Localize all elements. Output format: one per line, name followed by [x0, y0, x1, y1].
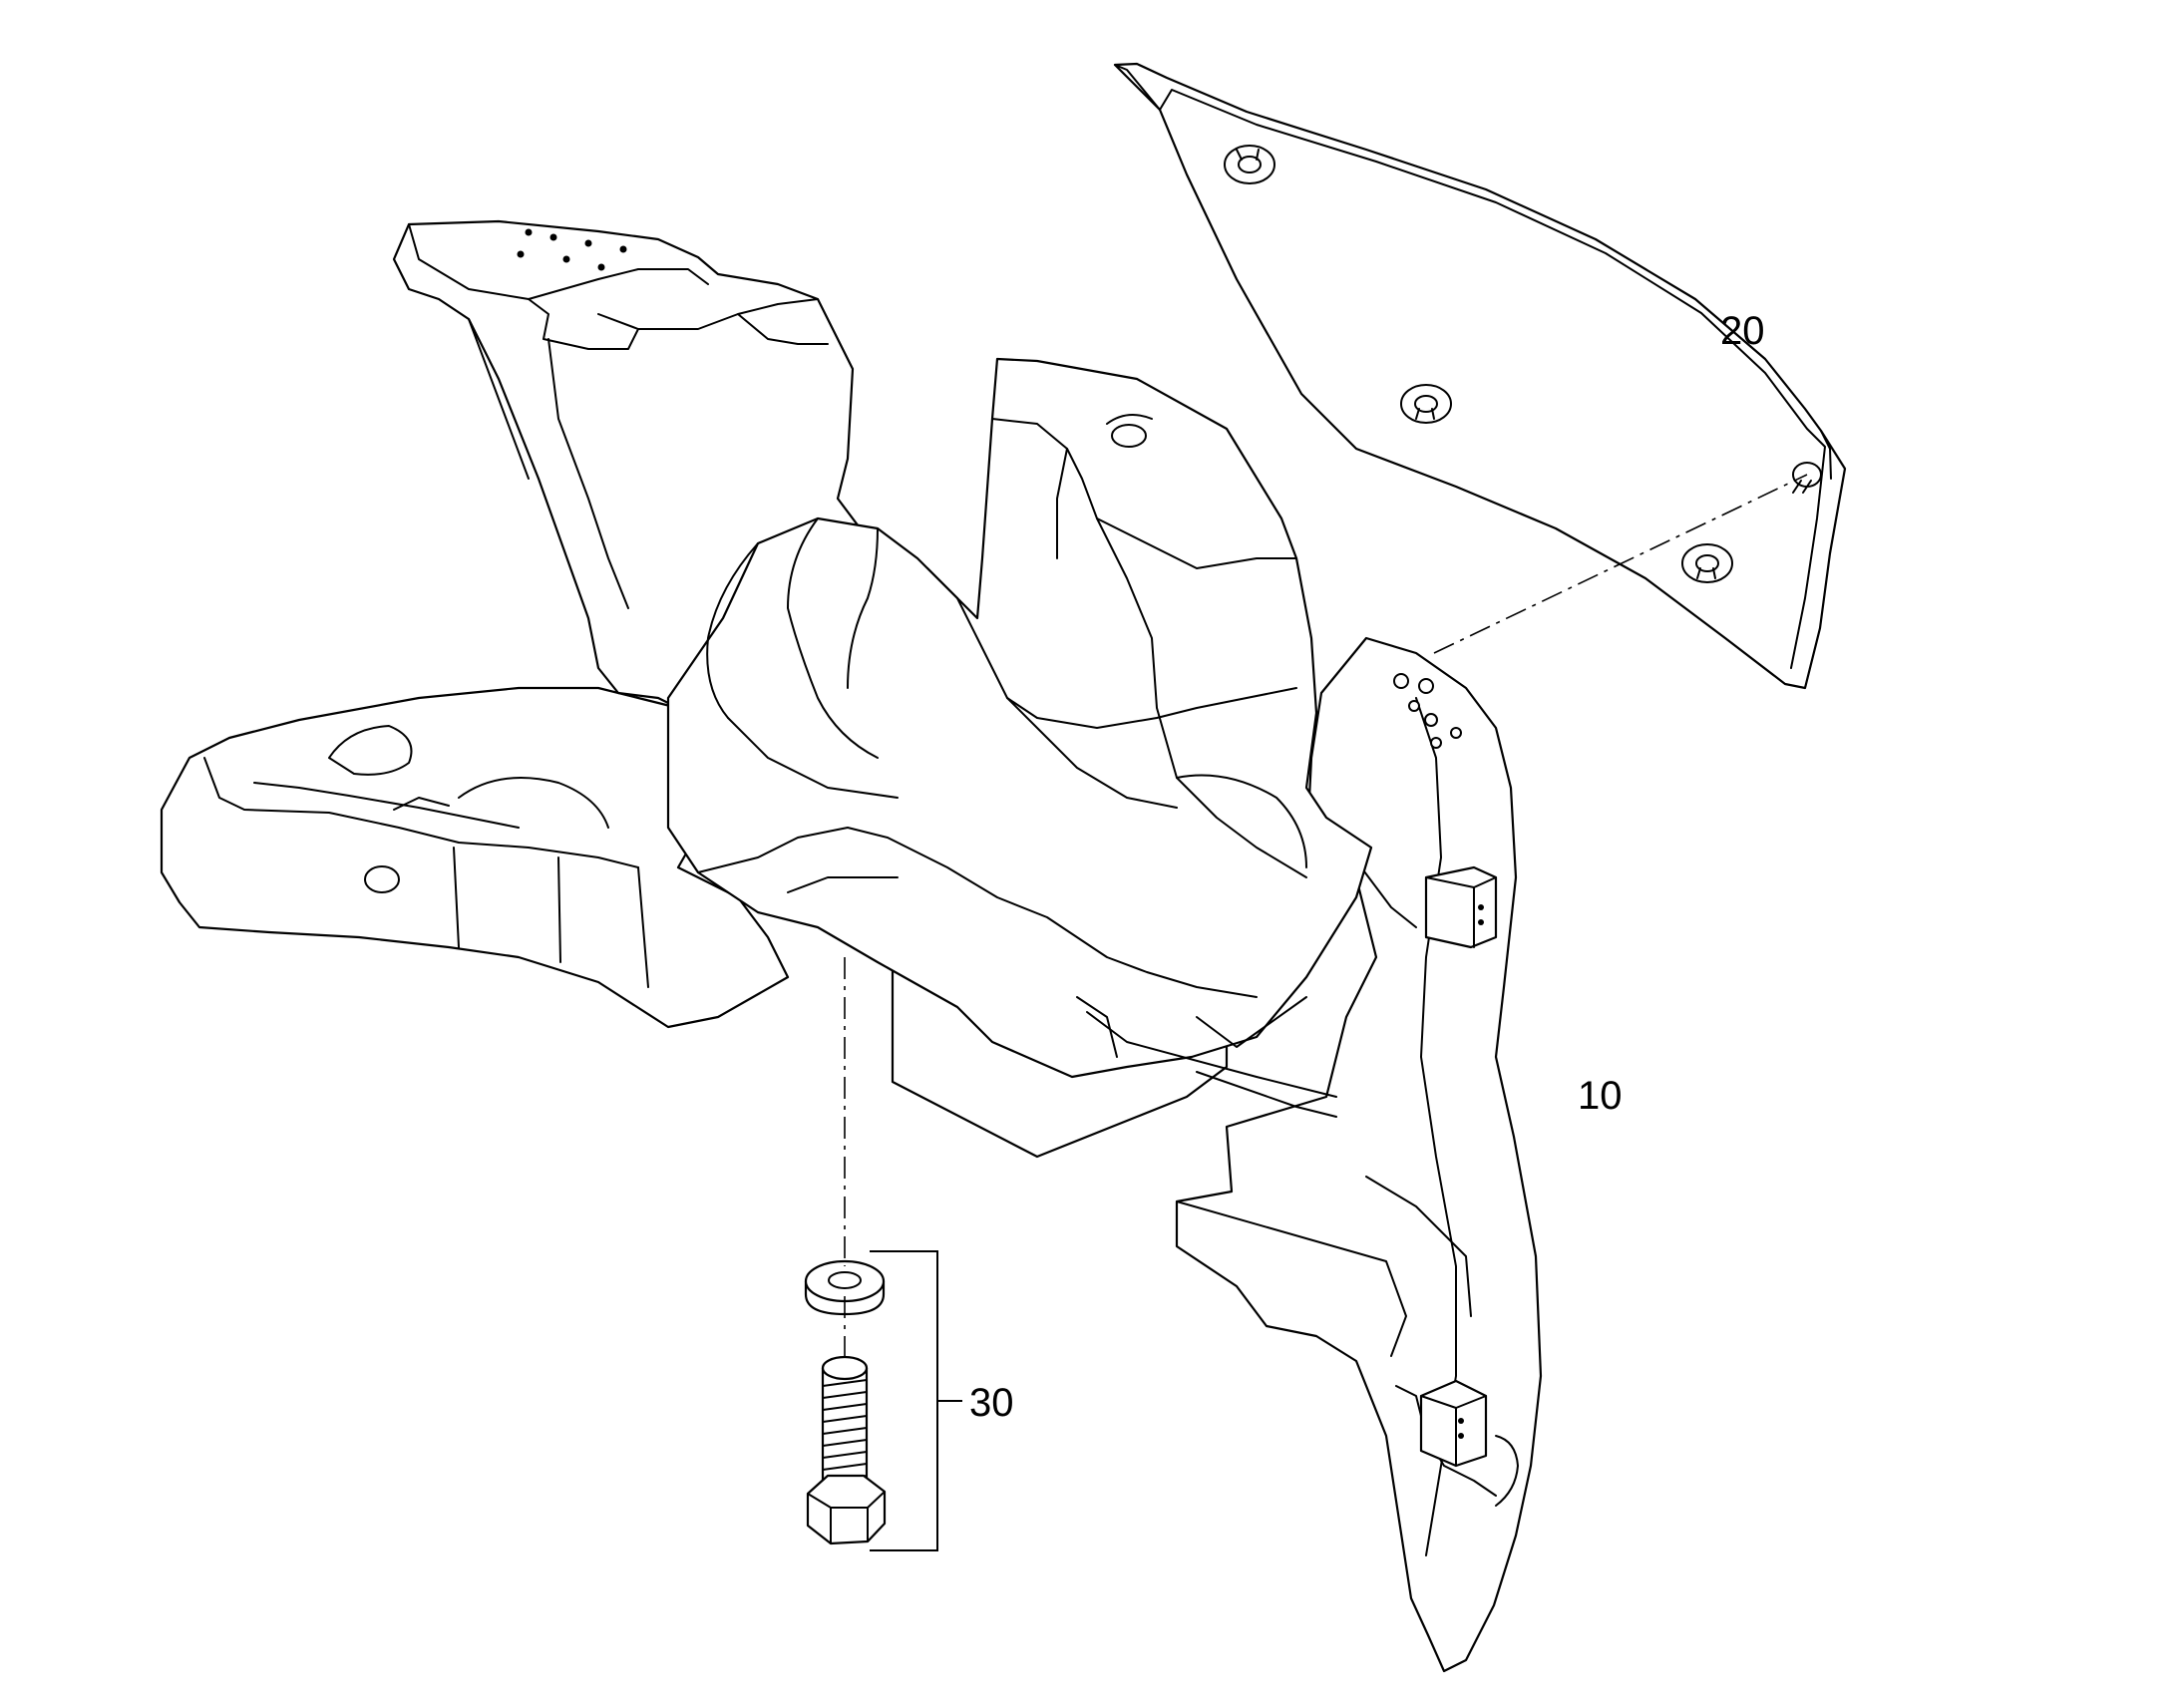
callout-30: 30 [969, 1381, 1014, 1425]
cover-panel [1113, 62, 1847, 690]
center-top-hole [1111, 424, 1147, 448]
fastener-set-part-30 [804, 1259, 887, 1545]
left-wing-hole [364, 865, 400, 893]
assembly-line-panel [1433, 474, 1808, 654]
assembly-lines [844, 474, 1808, 1356]
panel-clip [1224, 145, 1275, 184]
left-wing [160, 686, 790, 1029]
callout-10: 10 [1578, 1074, 1623, 1118]
center-body [666, 357, 1373, 1079]
main-shield-part-10 [160, 219, 1543, 1673]
right-arm-upper-tab [1424, 865, 1498, 949]
panel-clip [1681, 543, 1733, 583]
callout-20: 20 [1720, 309, 1765, 353]
cover-panel-part-20 [1113, 62, 1847, 690]
right-arm-lower-tab [1419, 1379, 1488, 1468]
panel-clip [1400, 384, 1452, 424]
bolt [806, 1355, 887, 1545]
callout-30-bracket [870, 1250, 962, 1551]
